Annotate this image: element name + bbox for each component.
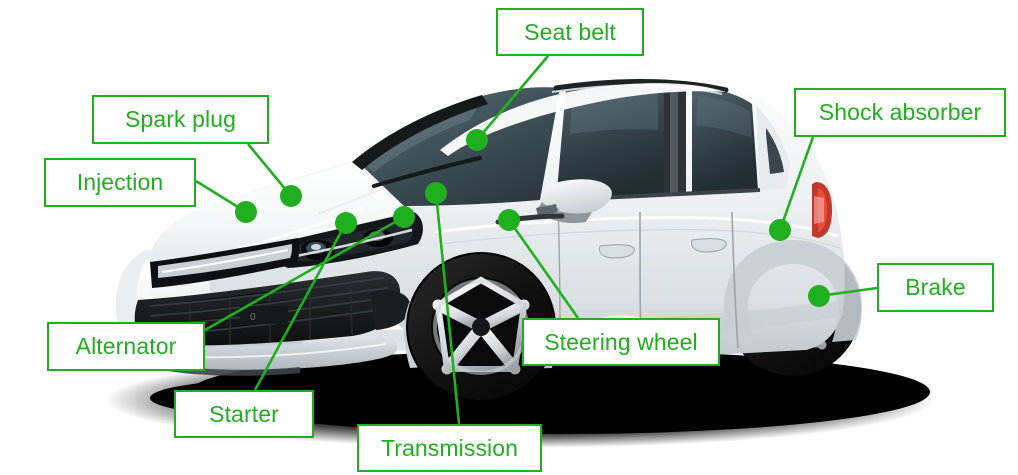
leader-line-seat-belt [476, 55, 549, 141]
callout-label-starter: Starter [209, 400, 279, 427]
leader-line-shock-absorber [778, 136, 815, 231]
callout-seat-belt[interactable]: Seat belt [496, 8, 644, 56]
callout-brake[interactable]: Brake [877, 263, 994, 312]
callout-dot-injection[interactable] [235, 201, 257, 223]
callout-dot-transmission[interactable] [425, 182, 447, 204]
tail-light [812, 182, 832, 238]
callout-label-injection: Injection [76, 169, 164, 195]
callout-dot-steering-wheel[interactable] [498, 209, 520, 231]
callout-label-shock-absorber: Shock absorber [818, 99, 982, 125]
callout-transmission[interactable]: Transmission [357, 424, 542, 472]
leader-line-transmission [434, 192, 461, 425]
leader-line-spark-plug [246, 143, 293, 197]
callout-dot-shock-absorber[interactable] [769, 219, 791, 241]
callout-label-spark-plug: Spark plug [125, 106, 236, 132]
callout-label-transmission: Transmission [380, 434, 519, 461]
leader-line-steering-wheel [507, 219, 580, 319]
callout-alternator[interactable]: Alternator [47, 322, 205, 371]
callout-spark-plug[interactable]: Spark plug [92, 95, 269, 144]
front-wheel [406, 252, 556, 402]
leader-line-alternator [204, 215, 405, 332]
callout-dot-starter[interactable] [335, 212, 357, 234]
callout-label-brake: Brake [905, 274, 966, 300]
leader-line-starter [253, 222, 348, 391]
callout-steering-wheel[interactable]: Steering wheel [522, 318, 720, 366]
callout-dot-alternator[interactable] [393, 206, 415, 228]
callout-injection[interactable]: Injection [44, 158, 196, 207]
callout-label-alternator: Alternator [75, 333, 177, 359]
callout-shock-absorber[interactable]: Shock absorber [794, 88, 1006, 137]
callout-starter[interactable]: Starter [174, 390, 314, 438]
svg-text:0: 0 [250, 312, 256, 323]
callout-label-steering-wheel: Steering wheel [544, 328, 698, 355]
callout-label-seat-belt: Seat belt [524, 18, 616, 45]
callout-dot-seat-belt[interactable] [466, 129, 488, 151]
rear-fender [724, 240, 862, 344]
callout-dot-brake[interactable] [808, 285, 830, 307]
callout-dot-spark-plug[interactable] [280, 185, 302, 207]
roof-highlight [440, 83, 726, 156]
